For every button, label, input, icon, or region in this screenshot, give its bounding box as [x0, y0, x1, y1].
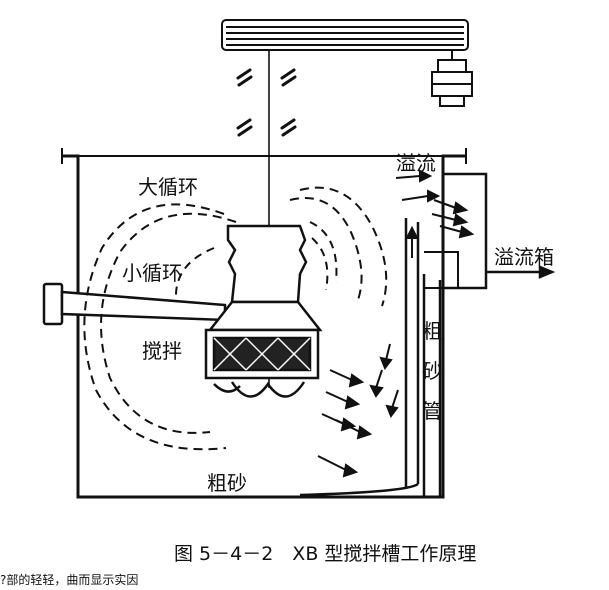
label-overflow-box: 溢流箱 — [494, 245, 554, 269]
label-big-loop: 大循环 — [138, 175, 198, 199]
feed-pipe — [42, 282, 227, 326]
label-coarse-sand: 粗砂 — [207, 471, 247, 495]
drive-belt — [221, 19, 469, 51]
label-overflow: 溢流 — [396, 151, 436, 175]
flow-arrows — [317, 169, 475, 478]
figure-caption: 图 5－4－2 XB 型搅拌槽工作原理 — [174, 543, 476, 565]
tank-body — [61, 148, 467, 499]
coarse-sand-pipe — [299, 218, 459, 498]
label-impeller: 搅拌 — [142, 339, 182, 363]
label-pipe-char-3: 管 — [422, 399, 442, 423]
overflow-box — [443, 172, 556, 290]
impeller — [204, 328, 320, 398]
big-circulation-flow — [83, 186, 388, 451]
cutoff-text: ?部的轻轻，曲而显示实因 — [0, 572, 138, 586]
label-pipe-char-2: 砂 — [422, 359, 442, 383]
draft-tube — [207, 224, 323, 332]
label-small-loop: 小循环 — [122, 261, 182, 285]
motor-icon — [431, 50, 473, 107]
small-circulation-flow — [174, 221, 338, 301]
label-pipe-char-1: 粗 — [422, 319, 442, 343]
